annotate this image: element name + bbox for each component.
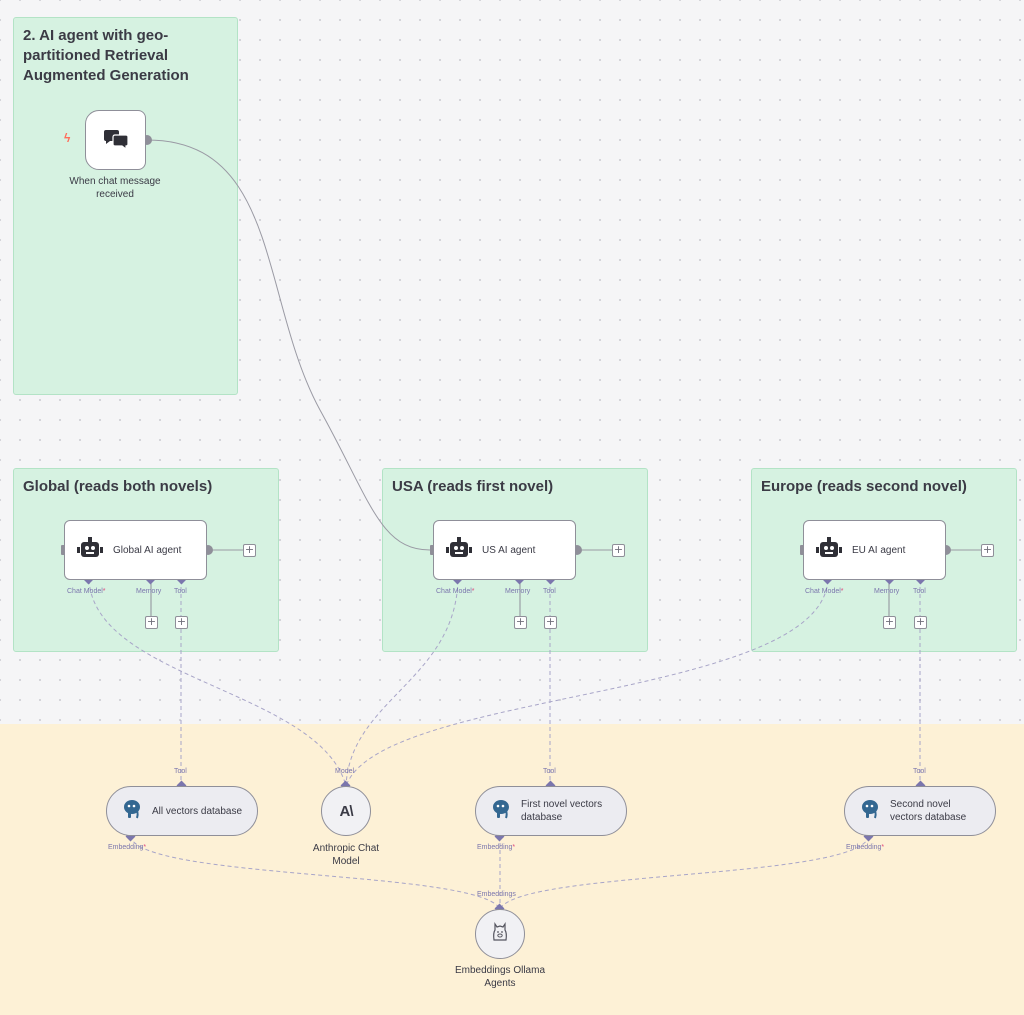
connection-us-chat-model[interactable] xyxy=(345,579,459,787)
eu-add-memory-button[interactable]: + xyxy=(883,615,896,629)
eu-port-chat-model: Chat Model* xyxy=(805,588,844,595)
chat-trigger-node[interactable] xyxy=(85,110,146,170)
postgres-elephant-icon xyxy=(490,798,512,825)
sticky-note-usa-title: USA (reads first novel) xyxy=(392,478,554,495)
embeddings-ollama-node[interactable] xyxy=(475,909,525,959)
sub-node-band xyxy=(0,724,1024,1015)
all-vectors-port-embedding: Embedding* xyxy=(108,844,147,851)
all-vectors-database-label: All vectors database xyxy=(152,805,243,817)
connection-trigger-to-us-agent[interactable] xyxy=(146,139,431,551)
us-add-memory-button[interactable]: + xyxy=(514,615,527,629)
global-agent-add-output-button[interactable]: + xyxy=(243,543,256,557)
eu-port-memory: Memory xyxy=(874,588,900,595)
second-vectors-port-embedding: Embedding* xyxy=(846,844,885,851)
eu-agent-add-output-button[interactable]: + xyxy=(981,543,994,557)
eu-port-tool: Tool xyxy=(913,588,926,595)
eu-ai-agent-label: EU AI agent xyxy=(852,544,906,556)
global-add-memory-button[interactable]: + xyxy=(145,615,158,629)
eu-add-tool-button[interactable]: + xyxy=(914,615,927,629)
first-vectors-port-tool: Tool xyxy=(543,768,556,775)
us-ai-agent-label: US AI agent xyxy=(482,544,536,556)
robot-icon xyxy=(446,536,472,564)
us-add-tool-button[interactable]: + xyxy=(544,615,557,629)
ollama-port-embeddings: Embeddings xyxy=(477,891,516,898)
eu-ai-agent-node[interactable]: EU AI agent xyxy=(803,520,946,580)
connection-global-chat-model[interactable] xyxy=(88,579,347,787)
anthropic-chat-model-node[interactable]: A\ xyxy=(321,786,371,836)
eu-agent-input-handle[interactable] xyxy=(800,545,805,555)
global-add-tool-button[interactable]: + xyxy=(175,615,188,629)
us-ai-agent-node[interactable]: US AI agent xyxy=(433,520,576,580)
global-port-tool: Tool xyxy=(174,588,187,595)
sticky-note-main-title: 2. AI agent with geo-partitioned Retriev… xyxy=(23,27,189,84)
robot-icon xyxy=(77,536,103,564)
robot-icon xyxy=(816,536,842,564)
all-vectors-port-tool: Tool xyxy=(174,768,187,775)
anthropic-icon: A\ xyxy=(339,802,354,820)
chat-trigger-label: When chat message received xyxy=(69,176,161,200)
us-agent-input-handle[interactable] xyxy=(430,545,435,555)
sticky-note-usa[interactable]: USA (reads first novel) xyxy=(382,468,648,652)
global-agent-input-handle[interactable] xyxy=(61,545,66,555)
global-ai-agent-label: Global AI agent xyxy=(113,544,182,556)
us-port-chat-model: Chat Model* xyxy=(436,588,475,595)
postgres-elephant-icon xyxy=(121,798,143,825)
global-port-chat-model: Chat Model* xyxy=(67,588,106,595)
sticky-note-main[interactable]: 2. AI agent with geo-partitioned Retriev… xyxy=(13,17,238,395)
postgres-elephant-icon xyxy=(859,798,881,825)
ollama-llama-icon xyxy=(491,921,509,947)
us-port-tool: Tool xyxy=(543,588,556,595)
anthropic-port-model: Model xyxy=(335,768,355,775)
us-port-memory: Memory xyxy=(505,588,531,595)
global-port-memory: Memory xyxy=(136,588,162,595)
trigger-bolt-icon: ϟ xyxy=(64,131,71,145)
us-agent-add-output-button[interactable]: + xyxy=(612,543,625,557)
sticky-note-global-title: Global (reads both novels) xyxy=(23,478,213,495)
chat-bubbles-icon xyxy=(102,129,130,151)
all-vectors-database-node[interactable]: All vectors database xyxy=(106,786,258,836)
first-vectors-port-embedding: Embedding* xyxy=(477,844,516,851)
global-ai-agent-node[interactable]: Global AI agent xyxy=(64,520,207,580)
sticky-note-europe-title: Europe (reads second novel) xyxy=(761,478,967,495)
second-vectors-port-tool: Tool xyxy=(913,768,926,775)
connection-all-vectors-embedding[interactable] xyxy=(129,835,501,910)
connection-eu-chat-model[interactable] xyxy=(345,579,829,787)
